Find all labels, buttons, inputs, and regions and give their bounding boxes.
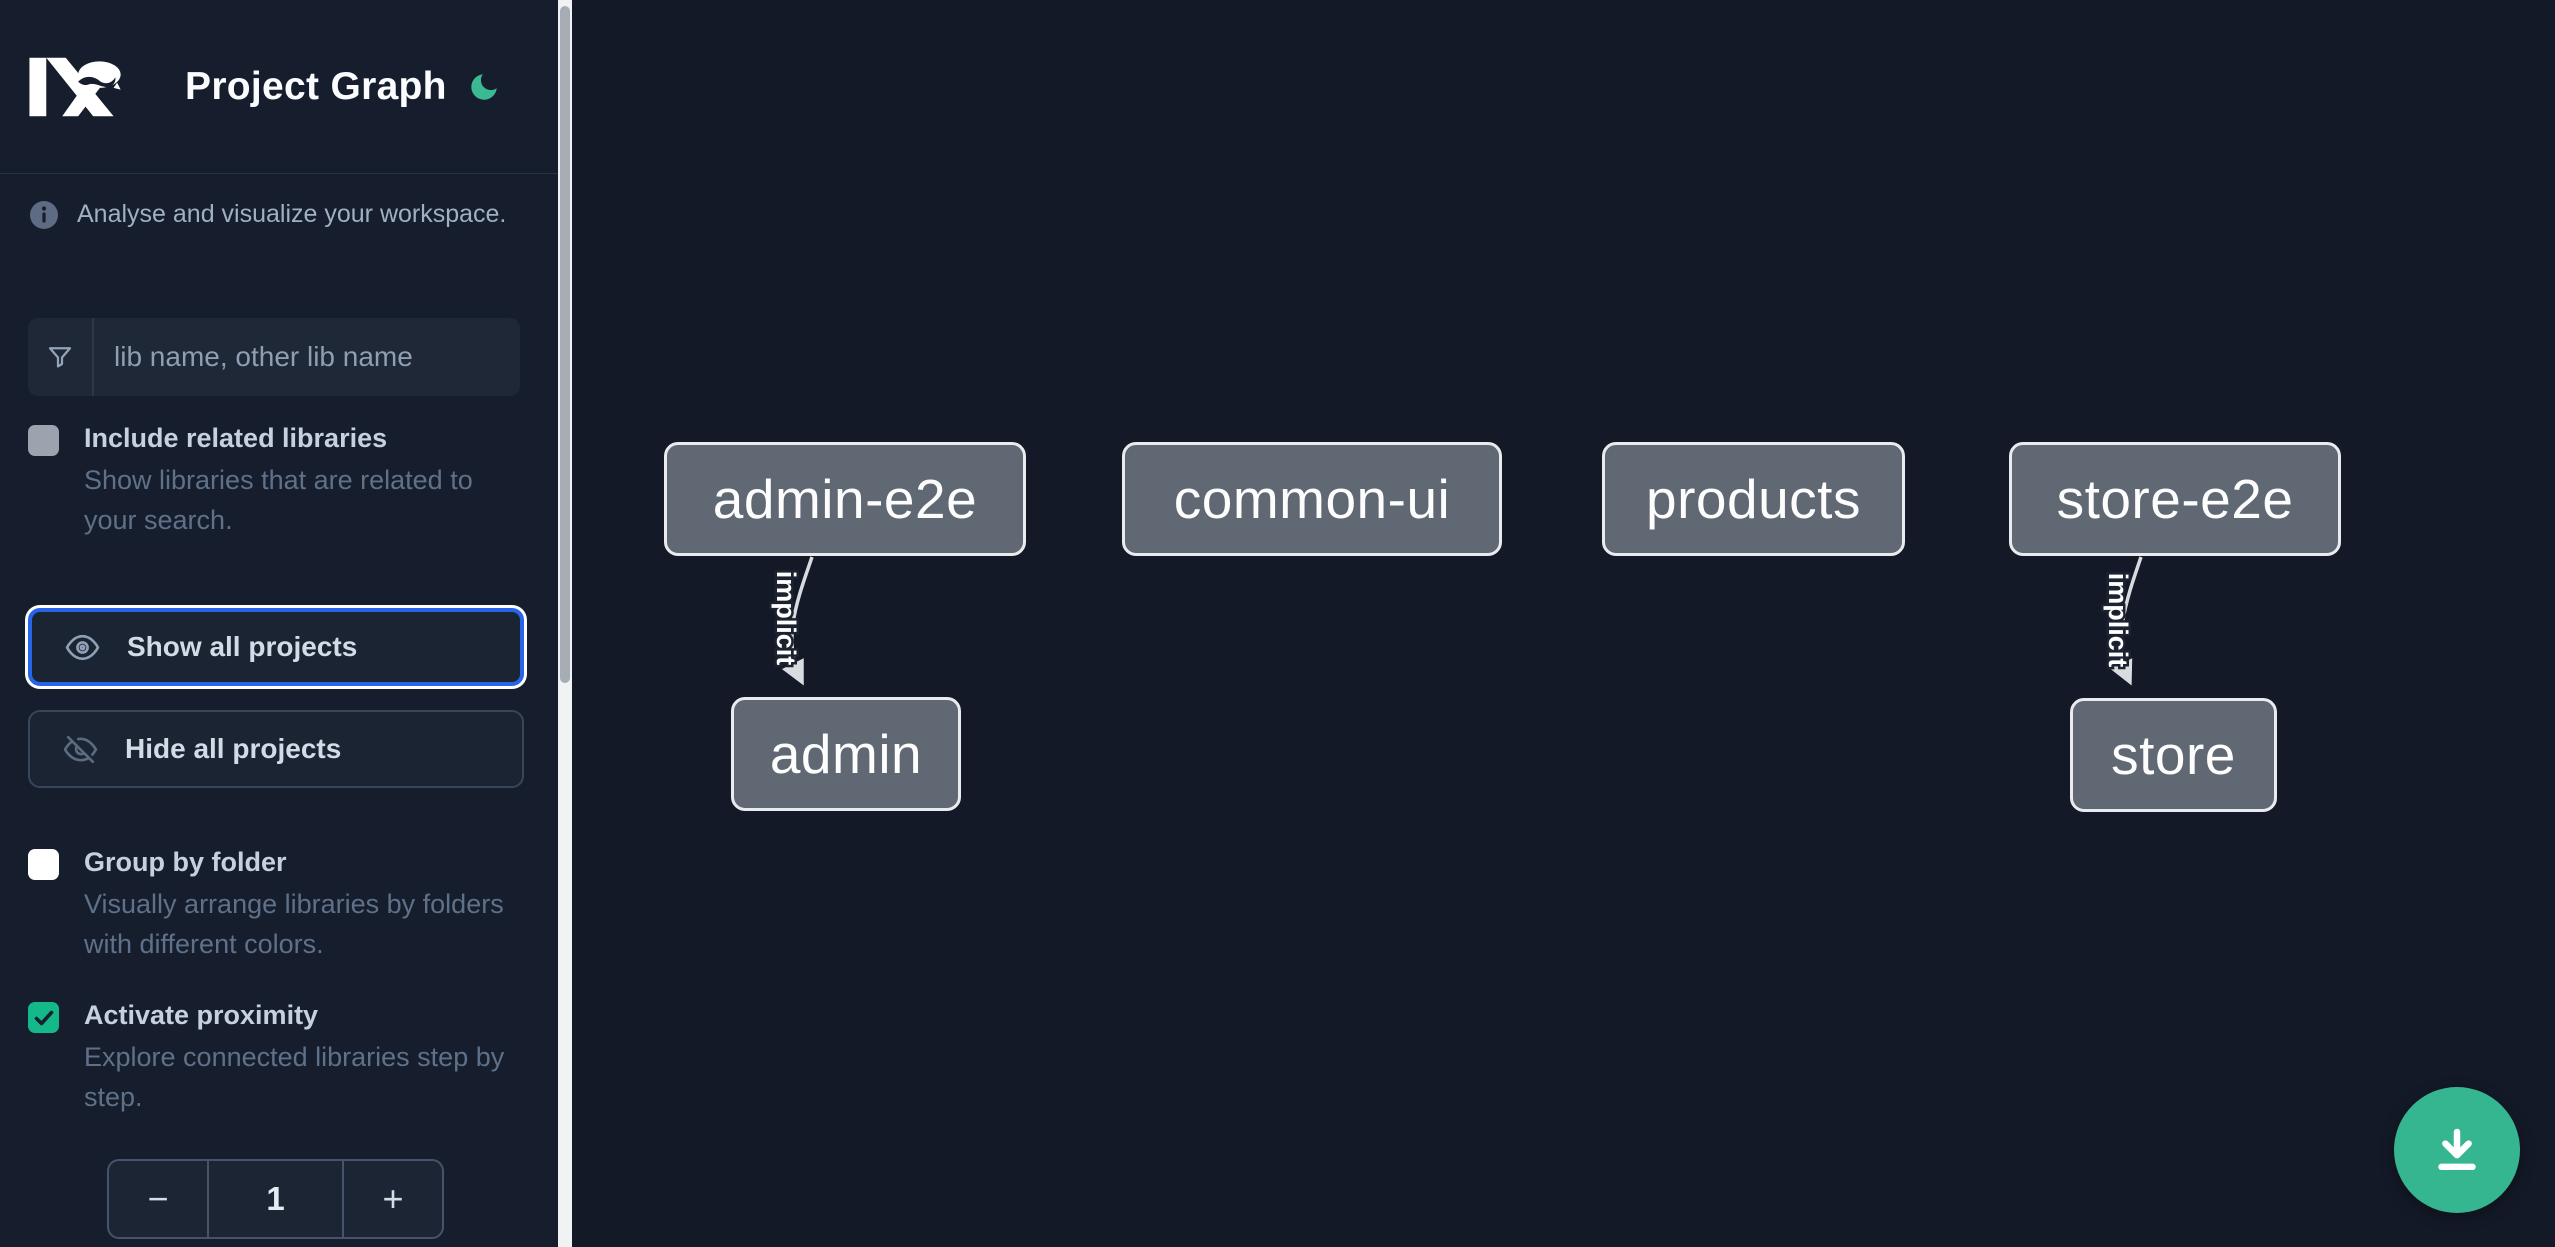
activate-proximity-label: Activate proximity [84, 1000, 319, 1030]
hide-all-projects-label: Hide all projects [125, 733, 342, 764]
activate-proximity-description: Explore connected libraries step by step… [84, 1042, 505, 1112]
graph-node-admin-e2e[interactable]: admin-e2e [664, 442, 1026, 556]
edge-label-implicit-2: implicit [2103, 573, 2133, 668]
include-related-checkbox[interactable] [28, 425, 59, 456]
edge-admin-e2e-admin[interactable] [781, 556, 814, 686]
graph-node-store-e2e[interactable]: store-e2e [2009, 442, 2341, 556]
sidebar-header: Project Graph [0, 0, 558, 174]
filter-search-box [28, 318, 520, 396]
page-title: Project Graph [185, 64, 447, 108]
graph-node-admin[interactable]: admin [731, 697, 961, 811]
nx-logo [29, 57, 121, 116]
sidebar-scrollbar-thumb[interactable] [560, 6, 570, 683]
option-include-related: Include related libraries Show libraries… [28, 421, 528, 540]
graph-node-store[interactable]: store [2070, 698, 2277, 812]
group-by-folder-label: Group by folder [84, 847, 287, 877]
edge-label-implicit-1: implicit [771, 571, 801, 666]
check-icon [34, 1010, 53, 1025]
sidebar: Project Graph Analyse and visualize your… [0, 0, 558, 1247]
hide-all-projects-button[interactable]: Hide all projects [28, 710, 524, 788]
download-icon [2438, 1128, 2476, 1171]
sidebar-scrollbar [558, 0, 572, 1247]
filter-icon-cell [28, 318, 94, 396]
moon-icon [471, 73, 497, 100]
theme-toggle-button[interactable] [464, 67, 504, 107]
activate-proximity-checkbox[interactable] [28, 1002, 59, 1033]
increment-button[interactable]: + [344, 1161, 442, 1237]
graph-canvas[interactable] [572, 0, 2555, 1247]
show-all-projects-label: Show all projects [127, 631, 358, 662]
option-activate-proximity: Activate proximity Explore connected lib… [28, 998, 528, 1117]
include-related-label: Include related libraries [84, 423, 388, 453]
eye-off-icon [63, 735, 98, 763]
eye-icon [65, 634, 100, 660]
graph-node-products[interactable]: products [1602, 442, 1905, 556]
workspace-info: Analyse and visualize your workspace. [30, 200, 530, 229]
include-related-description: Show libraries that are related to your … [84, 465, 473, 535]
info-icon [30, 200, 58, 229]
edge-store-e2e-store[interactable] [2110, 556, 2143, 686]
proximity-depth-stepper: − 1 + [107, 1159, 444, 1239]
graph-node-common-ui[interactable]: common-ui [1122, 442, 1502, 556]
group-by-folder-description: Visually arrange libraries by folders wi… [84, 889, 504, 959]
show-all-projects-button[interactable]: Show all projects [28, 608, 524, 686]
filter-icon [48, 347, 72, 368]
decrement-button[interactable]: − [109, 1161, 207, 1237]
option-group-by-folder: Group by folder Visually arrange librari… [28, 845, 528, 964]
group-by-folder-checkbox[interactable] [28, 849, 59, 880]
search-input[interactable] [94, 318, 520, 396]
download-graph-button[interactable] [2394, 1087, 2520, 1213]
proximity-depth-value: 1 [207, 1161, 344, 1237]
workspace-info-text: Analyse and visualize your workspace. [77, 200, 507, 228]
